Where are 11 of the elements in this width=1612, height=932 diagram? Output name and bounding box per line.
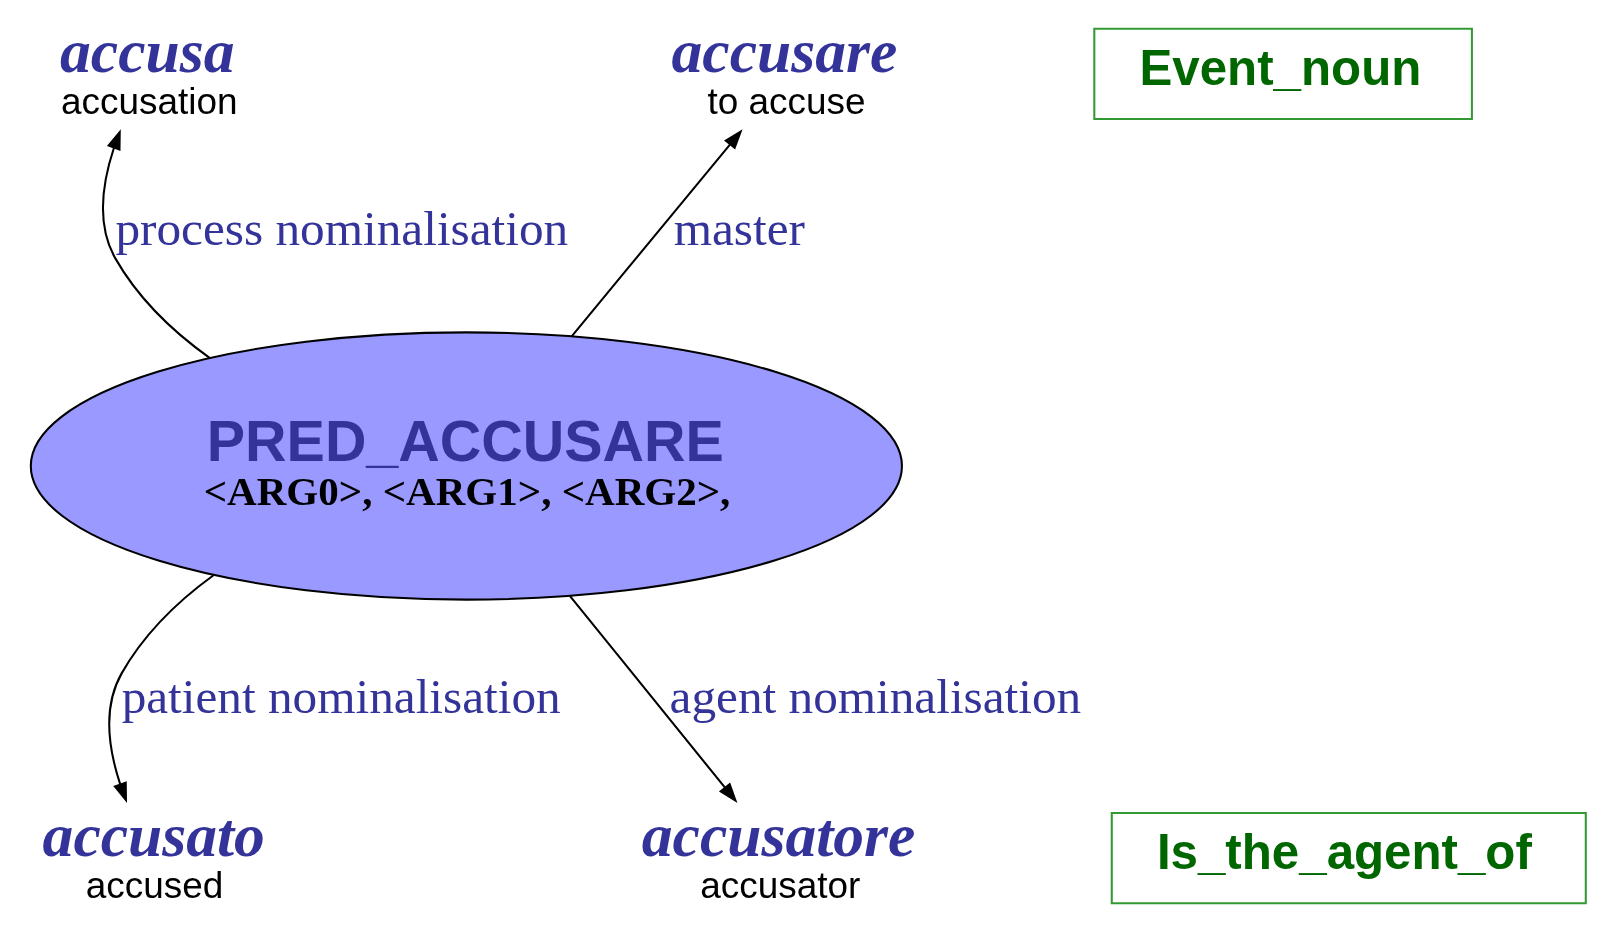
edge-label: agent nominalisation	[669, 668, 1082, 724]
edge-label: patient nominalisation	[121, 668, 561, 724]
node-box: Is_the_agent_of	[1110, 811, 1587, 905]
edge-label: master	[673, 200, 805, 256]
edge-label: process nominalisation	[115, 200, 569, 256]
node-ellipse: PRED_ACCUSARE <ARG0>, <ARG1>, <ARG2>,	[29, 331, 903, 601]
node-box: Event_noun	[1093, 27, 1473, 121]
arrow	[102, 129, 211, 359]
arrow	[569, 595, 738, 803]
arrow	[108, 574, 215, 803]
arrow	[570, 129, 743, 337]
